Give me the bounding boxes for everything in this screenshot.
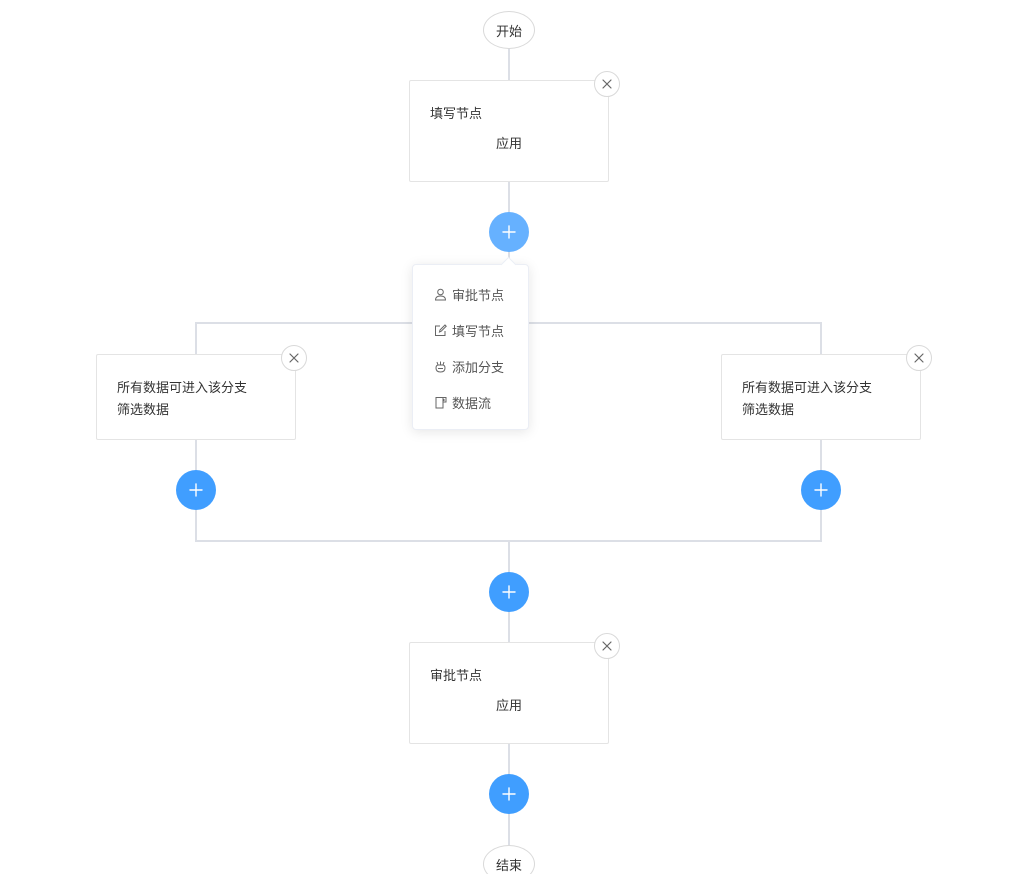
close-icon xyxy=(602,641,612,651)
menu-arrow xyxy=(500,256,517,273)
user-icon xyxy=(433,287,447,301)
end-node: 结束 xyxy=(483,845,535,874)
node-title: 审批节点 xyxy=(430,669,483,684)
close-icon xyxy=(602,79,612,89)
add-node-button-3[interactable] xyxy=(489,774,529,814)
dataflow-icon xyxy=(433,395,447,409)
branch-card-right[interactable]: 所有数据可进入该分支 筛选数据 xyxy=(721,354,921,440)
menu-item-label: 审批节点 xyxy=(452,288,505,304)
delete-branch-left-button[interactable] xyxy=(281,345,307,371)
end-label: 结束 xyxy=(495,858,522,874)
start-label: 开始 xyxy=(495,24,522,40)
close-icon xyxy=(289,353,299,363)
branch-filter: 筛选数据 xyxy=(742,403,795,418)
branch-card-left[interactable]: 所有数据可进入该分支 筛选数据 xyxy=(96,354,296,440)
edit-icon xyxy=(433,323,447,337)
menu-item-label: 添加分支 xyxy=(452,360,505,376)
branch-filter: 筛选数据 xyxy=(117,403,170,418)
plus-icon xyxy=(502,225,516,239)
delete-branch-right-button[interactable] xyxy=(906,345,932,371)
plus-icon xyxy=(189,483,203,497)
add-node-button-2[interactable] xyxy=(489,572,529,612)
add-node-menu: 审批节点 填写节点 添加分支 xyxy=(412,256,529,430)
add-node-button-1[interactable] xyxy=(489,212,529,252)
delete-approve-node-button[interactable] xyxy=(594,633,620,659)
menu-item-fill-node[interactable]: 填写节点 xyxy=(433,318,504,342)
branch-icon xyxy=(433,359,447,373)
branch-condition: 所有数据可进入该分支 xyxy=(117,381,248,396)
menu-item-add-branch[interactable]: 添加分支 xyxy=(433,354,504,378)
menu-item-approve-node[interactable]: 审批节点 xyxy=(433,282,504,306)
approve-node-card[interactable]: 审批节点 应用 xyxy=(409,642,609,744)
plus-icon xyxy=(814,483,828,497)
plus-icon xyxy=(502,585,516,599)
branch-condition: 所有数据可进入该分支 xyxy=(742,381,873,396)
node-content: 应用 xyxy=(495,699,522,714)
close-icon xyxy=(914,353,924,363)
menu-item-label: 填写节点 xyxy=(452,324,505,340)
node-title: 填写节点 xyxy=(430,107,483,122)
start-node: 开始 xyxy=(483,11,535,49)
menu-item-data-flow[interactable]: 数据流 xyxy=(433,390,491,414)
add-node-button-right-branch[interactable] xyxy=(801,470,841,510)
add-node-button-left-branch[interactable] xyxy=(176,470,216,510)
delete-fill-node-button[interactable] xyxy=(594,71,620,97)
plus-icon xyxy=(502,787,516,801)
menu-item-label: 数据流 xyxy=(452,396,492,412)
node-content: 应用 xyxy=(495,137,522,152)
fill-node-card[interactable]: 填写节点 应用 xyxy=(409,80,609,182)
